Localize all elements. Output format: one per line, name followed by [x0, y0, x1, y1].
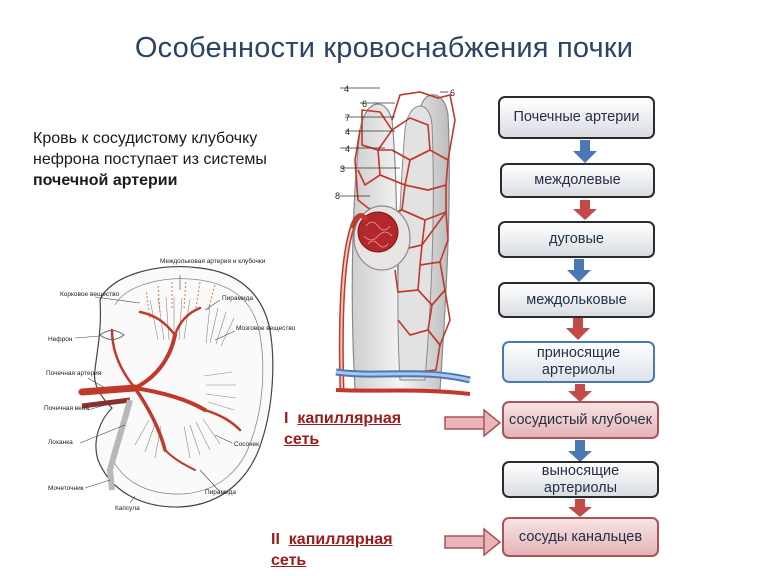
- nephron-number: 4: [345, 144, 350, 154]
- nephron-number: 8: [335, 191, 340, 201]
- flow-box-label: сосудистый клубочек: [509, 411, 652, 428]
- down-arrow-icon: [568, 440, 592, 462]
- kidney-illustration: Междольковая артерия и клубочки Корковое…: [44, 257, 296, 512]
- intro-text-bold: почечной артерии: [33, 172, 178, 189]
- kidney-label-ureter: Мочеточник: [48, 485, 84, 492]
- flow-box-glomerulus: сосудистый клубочек: [502, 401, 659, 439]
- nephron-number: 7: [345, 113, 350, 123]
- kidney-label-capsule: Капсула: [115, 505, 140, 512]
- capillary-1-text: капиллярная сеть: [284, 410, 402, 448]
- nephron-number: 6: [362, 99, 367, 109]
- kidney-label-nephron: Нефрон: [48, 336, 73, 343]
- capillary-2-text: капиллярная сеть: [271, 531, 393, 569]
- flow-box-interlobular: междольковые: [498, 282, 655, 318]
- page-title: Особенности кровоснабжения почки: [134, 32, 634, 64]
- nephron-number: 6: [450, 88, 455, 98]
- kidney-label-renal-artery: Почечная артерия: [46, 370, 102, 377]
- kidney-label-interlobular-text: Междольковая артерия и клубочки: [160, 257, 266, 265]
- kidney-label-cortex: Корковое вещество: [60, 291, 119, 298]
- flow-box-label: выносящие артериолы: [541, 462, 620, 496]
- flow-box-label: междольковые: [526, 291, 627, 308]
- flow-box-interlobar: междолевые: [500, 163, 655, 198]
- nephron-number: 4: [344, 84, 349, 94]
- right-arrow-icon: [444, 527, 502, 557]
- kidney-label-pelvis: Лоханка: [48, 439, 73, 446]
- down-arrow-icon: [573, 140, 597, 163]
- flow-box-label: междолевые: [534, 172, 621, 188]
- kidney-label-medulla: Мозговое вещество: [236, 325, 296, 332]
- flow-arrows: [444, 140, 597, 557]
- nephron-number: 3: [340, 164, 345, 174]
- kidney-label-renal-vein: Почечная вена: [44, 405, 89, 412]
- kidney-label-interlobular: Междольковая артерия и клубочки: [160, 257, 266, 265]
- flow-box-label: приносящие артериолы: [536, 345, 621, 378]
- flow-box-tubule-vessels: сосуды канальцев: [502, 517, 659, 557]
- kidney-label-papilla: Сосочек: [234, 441, 259, 448]
- flow-box-label: Почечные артерии: [513, 109, 640, 125]
- nephron-illustration: 4 6 7 4 4 3 8 6: [335, 84, 471, 396]
- down-arrow-icon: [567, 259, 591, 282]
- capillary-2-numeral: II: [271, 531, 280, 548]
- right-arrow-icon: [444, 408, 502, 438]
- capillary-network-2-label: II капиллярная сеть: [271, 529, 421, 571]
- kidney-label-pyramid-bottom: Пирамида: [205, 489, 236, 496]
- flow-box-renal-arteries: Почечные артерии: [498, 96, 655, 139]
- flow-box-efferent-arterioles: выносящие артериолы: [502, 461, 659, 498]
- down-arrow-icon: [566, 318, 590, 340]
- intro-text-prefix: Кровь к сосудистому клубочку нефрона пос…: [33, 130, 267, 168]
- flow-box-arcuate: дуговые: [498, 221, 655, 258]
- flow-box-label: дуговые: [549, 231, 604, 247]
- down-arrow-icon: [568, 384, 592, 402]
- capillary-network-1-label: I капиллярная сеть: [284, 408, 434, 450]
- capillary-1-numeral: I: [284, 410, 289, 427]
- nephron-number: 4: [345, 127, 350, 137]
- down-arrow-icon: [568, 499, 592, 517]
- kidney-label-pyramid-top: Пирамида: [222, 295, 253, 302]
- intro-text: Кровь к сосудистому клубочку нефрона пос…: [33, 128, 313, 191]
- down-arrow-icon: [573, 200, 597, 220]
- flow-box-label: сосуды канальцев: [518, 528, 643, 545]
- flow-box-afferent-arterioles: приносящие артериолы: [502, 341, 655, 383]
